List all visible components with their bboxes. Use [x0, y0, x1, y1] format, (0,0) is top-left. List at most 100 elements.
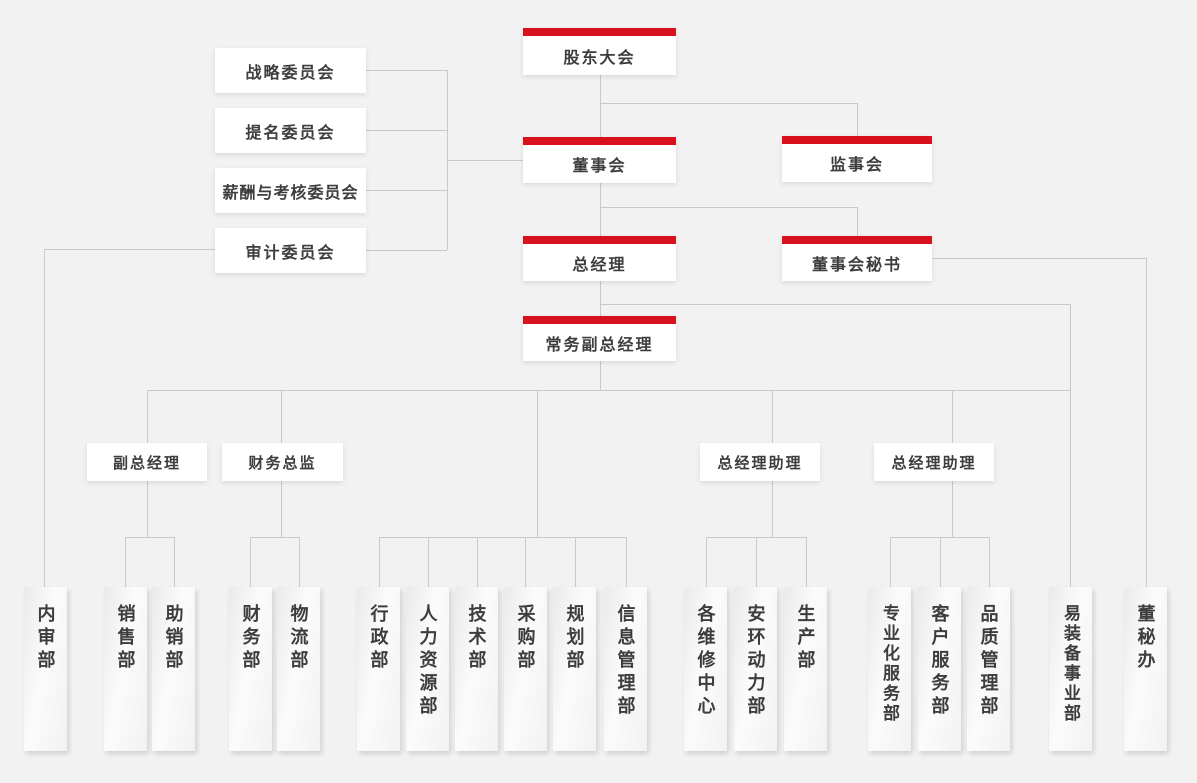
red-accent-bar — [782, 136, 932, 144]
dept-technology-label: 技术部 — [466, 604, 487, 673]
connector-line — [626, 537, 627, 587]
connector-line — [366, 250, 447, 251]
connector-line — [600, 183, 601, 236]
connector-line — [299, 537, 300, 587]
org-box-general-manager: 总经理 — [523, 236, 676, 281]
dept-quality-management: 品质管理部 — [967, 587, 1010, 751]
dept-administration-label: 行政部 — [368, 604, 389, 673]
box-gm-assistant-1: 总经理助理 — [700, 443, 820, 481]
connector-line — [600, 103, 857, 104]
org-box-board-secretary: 董事会秘书 — [782, 236, 932, 281]
committee-audit-label: 审计委员会 — [245, 244, 336, 262]
dept-maintenance-centers-label: 各维修中心 — [695, 604, 716, 719]
dept-sales-label: 销售部 — [115, 604, 136, 673]
connector-line — [1146, 258, 1147, 587]
red-accent-bar — [523, 137, 676, 145]
connector-line — [281, 481, 282, 537]
org-box-general-manager-label: 总经理 — [572, 256, 627, 274]
box-deputy-gm: 副总经理 — [87, 443, 207, 481]
box-gm-assistant-1-label: 总经理助理 — [717, 454, 803, 472]
dept-quality-management-label: 品质管理部 — [978, 604, 999, 719]
dept-maintenance-centers: 各维修中心 — [684, 587, 727, 751]
connector-line — [44, 249, 215, 250]
connector-line — [125, 537, 174, 538]
org-box-exec-deputy-gm-label: 常务副总经理 — [545, 336, 654, 354]
connector-line — [428, 537, 429, 587]
connector-line — [932, 258, 1146, 259]
org-box-shareholders-meeting: 股东大会 — [523, 28, 676, 75]
connector-line — [890, 537, 891, 587]
dept-production-label: 生产部 — [795, 604, 816, 673]
org-box-supervisory-board: 监事会 — [782, 136, 932, 182]
dept-human-resources: 人力资源部 — [406, 587, 449, 751]
dept-planning: 规划部 — [553, 587, 596, 751]
connector-line — [447, 160, 523, 161]
connector-line — [600, 361, 601, 390]
red-accent-bar — [523, 316, 676, 324]
org-box-board-of-directors-label: 董事会 — [572, 158, 627, 175]
connector-line — [600, 207, 857, 208]
committee-compensation-assessment: 薪酬与考核委员会 — [215, 168, 366, 213]
box-finance-director: 财务总监 — [222, 443, 343, 481]
org-box-supervisory-board-label: 监事会 — [829, 157, 884, 174]
connector-line — [281, 390, 282, 443]
connector-line — [857, 103, 858, 136]
dept-production: 生产部 — [784, 587, 827, 751]
org-box-board-of-directors: 董事会 — [523, 137, 676, 183]
dept-professional-services-label: 专业化服务部 — [880, 604, 899, 724]
dept-logistics-label: 物流部 — [288, 604, 309, 673]
dept-sales-support: 助销部 — [152, 587, 195, 751]
dept-easy-equipment-division: 易装备事业部 — [1049, 587, 1092, 751]
dept-safety-env-power-label: 安环动力部 — [745, 604, 766, 719]
org-box-shareholders-meeting-label: 股东大会 — [563, 49, 636, 67]
dept-technology: 技术部 — [455, 587, 498, 751]
connector-line — [250, 537, 299, 538]
committee-strategy-label: 战略委员会 — [245, 64, 336, 82]
dept-finance: 财务部 — [229, 587, 272, 751]
dept-information-management: 信息管理部 — [604, 587, 647, 751]
connector-line — [952, 481, 953, 537]
connector-line — [147, 390, 1070, 391]
connector-line — [174, 537, 175, 587]
connector-line — [366, 190, 447, 191]
red-accent-bar — [782, 236, 932, 244]
connector-line — [379, 537, 626, 538]
connector-line — [525, 537, 526, 587]
org-box-board-secretary-label: 董事会秘书 — [811, 256, 902, 274]
dept-customer-service-label: 客户服务部 — [929, 604, 950, 719]
box-deputy-gm-label: 副总经理 — [112, 454, 181, 472]
committee-nomination: 提名委员会 — [215, 108, 366, 153]
connector-line — [44, 249, 45, 587]
dept-board-secretary-office: 董秘办 — [1124, 587, 1167, 751]
box-finance-director-label: 财务总监 — [248, 454, 317, 472]
org-box-exec-deputy-gm: 常务副总经理 — [523, 316, 676, 361]
connector-line — [600, 281, 601, 316]
dept-human-resources-label: 人力资源部 — [417, 604, 438, 719]
dept-planning-label: 规划部 — [564, 604, 585, 673]
dept-easy-equipment-division-label: 易装备事业部 — [1061, 604, 1080, 724]
connector-line — [125, 537, 126, 587]
dept-procurement-label: 采购部 — [515, 604, 536, 673]
dept-procurement: 采购部 — [504, 587, 547, 751]
connector-line — [379, 537, 380, 587]
committee-nomination-label: 提名委员会 — [245, 124, 336, 142]
connector-line — [600, 304, 1070, 305]
connector-line — [772, 390, 773, 443]
dept-customer-service: 客户服务部 — [918, 587, 961, 751]
committee-strategy: 战略委员会 — [215, 48, 366, 93]
connector-line — [952, 390, 953, 443]
connector-line — [250, 537, 251, 587]
dept-administration: 行政部 — [357, 587, 400, 751]
dept-internal-audit-label: 内审部 — [35, 604, 56, 673]
dept-internal-audit: 内审部 — [24, 587, 67, 751]
connector-line — [1070, 304, 1071, 587]
dept-sales: 销售部 — [104, 587, 147, 751]
dept-safety-env-power: 安环动力部 — [734, 587, 777, 751]
connector-line — [756, 537, 757, 587]
connector-line — [575, 537, 576, 587]
dept-professional-services: 专业化服务部 — [868, 587, 911, 751]
dept-information-management-label: 信息管理部 — [615, 604, 636, 719]
committee-compensation-assessment-label: 薪酬与考核委员会 — [222, 184, 359, 202]
connector-line — [772, 481, 773, 537]
